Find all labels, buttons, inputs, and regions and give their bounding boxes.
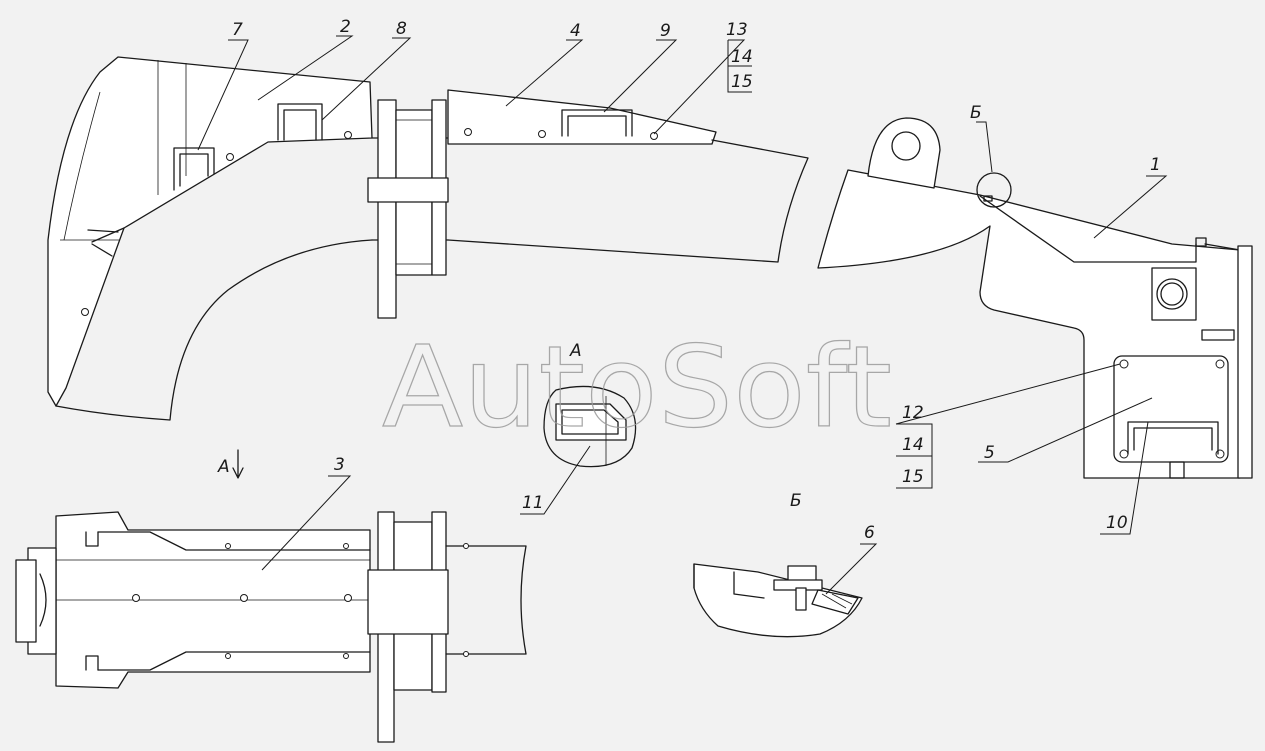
label-3: 3 — [334, 455, 345, 475]
main-duct-side-view — [47, 56, 809, 421]
label-12-14: 14 — [902, 435, 924, 455]
label-13: 13 — [726, 20, 748, 40]
detail-b-section — [693, 563, 863, 638]
label-view-b-detail: Б — [790, 491, 802, 511]
label-view-a: А — [569, 341, 582, 361]
label-6: 6 — [864, 523, 875, 543]
label-2: 2 — [340, 17, 351, 37]
label-12: 12 — [902, 403, 924, 423]
part-labels: 7 2 8 4 9 13 14 15 1 Б 12 14 15 5 10 3 А… — [217, 17, 1161, 543]
label-7: 7 — [232, 20, 243, 40]
label-view-a-arrow: А — [217, 457, 230, 477]
label-8: 8 — [396, 19, 407, 39]
label-13-14: 14 — [731, 47, 753, 67]
bracket-assembly — [817, 117, 1253, 479]
label-5: 5 — [984, 443, 995, 463]
label-4: 4 — [570, 21, 581, 41]
label-13-15: 15 — [731, 72, 753, 92]
label-10: 10 — [1106, 513, 1128, 533]
label-view-b-marker: Б — [970, 103, 982, 123]
plan-view-a — [15, 449, 527, 743]
label-12-15: 15 — [902, 467, 924, 487]
view-a-detail — [543, 385, 637, 468]
label-11: 11 — [522, 493, 544, 513]
watermark: AutoSoft — [382, 323, 892, 453]
label-1: 1 — [1150, 155, 1161, 175]
leader-lines — [197, 35, 1168, 595]
label-9: 9 — [660, 21, 671, 41]
